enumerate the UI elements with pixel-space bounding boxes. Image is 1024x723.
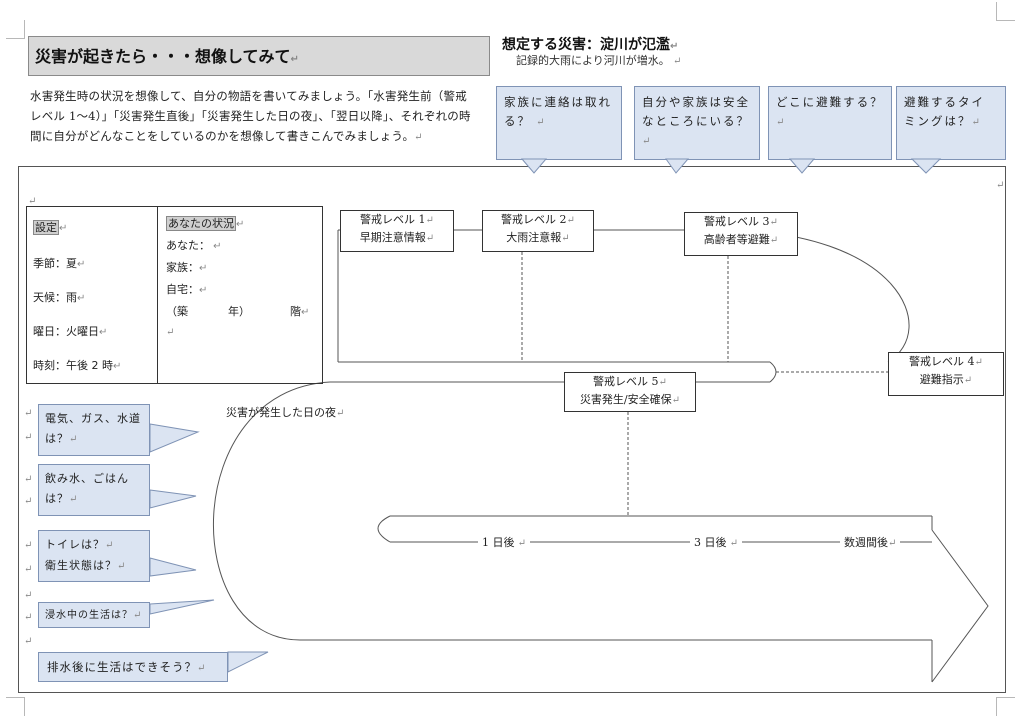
warning-level-1: 警戒レベル 1↵ 早期注意情報↵ [340,210,454,252]
paragraph-mark: ↵ [24,590,33,601]
page-title: 災害が起きたら・・・想像してみて↵ [28,36,490,76]
intro-paragraph: 水害発生時の状況を想像して、自分の物語を書いてみましょう。「水害発生前（警戒レベ… [30,89,471,143]
night-label: 災害が発生した日の夜↵ [226,406,345,419]
paragraph-mark: ↵ [24,408,33,419]
question-box-safety: 自分や家族は安全なところにいる？↵ [634,86,760,160]
hazard-subtitle: 記録的大雨により河川が増水。 ↵ [516,54,682,67]
question-box-contact: 家族に連絡は取れる？ ↵ [496,86,622,160]
question-box-timing: 避難するタイミングは？↵ [896,86,1006,160]
crop-mark-bottom-left [6,697,25,716]
settings-weather: 天候：雨↵ [33,291,86,304]
paragraph-mark: ↵ [24,612,33,623]
bubble-utilities: 電気、ガス、水道は？↵ [38,404,150,456]
paragraph-mark: ↵ [996,180,1005,191]
bubble-food-water: 飲み水、ごはんは？↵ [38,464,150,516]
paragraph-mark: ↵ [24,432,33,443]
warning-level-5: 警戒レベル 5↵ 災害発生/安全確保↵ [564,372,696,412]
warning-level-2: 警戒レベル 2↵ 大雨注意報↵ [482,210,594,252]
page-title-text: 災害が起きたら・・・想像してみて [35,47,291,66]
settings-heading: 設定↵ [33,220,68,235]
family-field[interactable]: 家族：↵ [166,261,208,274]
timeline-day1: 1 日後 ↵ [478,534,531,550]
paragraph-mark: ↵ [166,327,175,338]
settings-box: 設定↵ 季節：夏↵ 天候：雨↵ 曜日：火曜日↵ 時刻：午後 2 時↵ [26,206,158,384]
crop-mark-top-right [996,2,1015,21]
hazard-title: 想定する災害：淀川が氾濫↵ [502,37,679,53]
paragraph-mark: ↵ [28,196,37,207]
paragraph-mark: ↵ [24,496,33,507]
your-situation-heading: あなたの状況↵ [166,216,245,231]
crop-mark-top-left [6,20,25,39]
build-year-unit: 年） [228,305,250,318]
your-situation-box: あなたの状況↵ あなた： ↵ 家族：↵ 自宅：↵ （築 年） 階↵ ↵ [157,206,323,384]
paragraph-mark: ↵ [24,564,33,575]
timeline-weeks: 数週間後↵ [840,534,901,550]
warning-level-3: 警戒レベル 3↵ 高齢者等避難↵ [684,212,798,256]
home-field[interactable]: 自宅：↵ [166,283,208,296]
settings-season: 季節：夏↵ [33,257,86,270]
build-year-field[interactable]: （築 [166,305,188,318]
paragraph-mark: ↵ [24,636,33,647]
crop-mark-bottom-right [996,697,1015,716]
question-box-where: どこに避難する？↵ [768,86,892,160]
you-field[interactable]: あなた： ↵ [166,239,222,252]
settings-weekday: 曜日：火曜日↵ [33,325,108,338]
floor-unit: 階↵ [290,305,310,318]
paragraph-mark: ↵ [24,540,33,551]
diagram-frame [18,166,1006,693]
bubble-flooded-life: 浸水中の生活は？↵ [38,602,150,628]
timeline-day3: 3 日後 ↵ [690,534,743,550]
bubble-toilet-hygiene: トイレは？↵ 衛生状態は？↵ [38,530,150,582]
settings-time: 時刻：午後 2 時↵ [33,359,122,372]
bubble-after-drain: 排水後に生活はできそう？↵ [38,652,228,682]
warning-level-4: 警戒レベル 4↵ 避難指示↵ [888,352,1004,396]
paragraph-mark: ↵ [24,474,33,485]
